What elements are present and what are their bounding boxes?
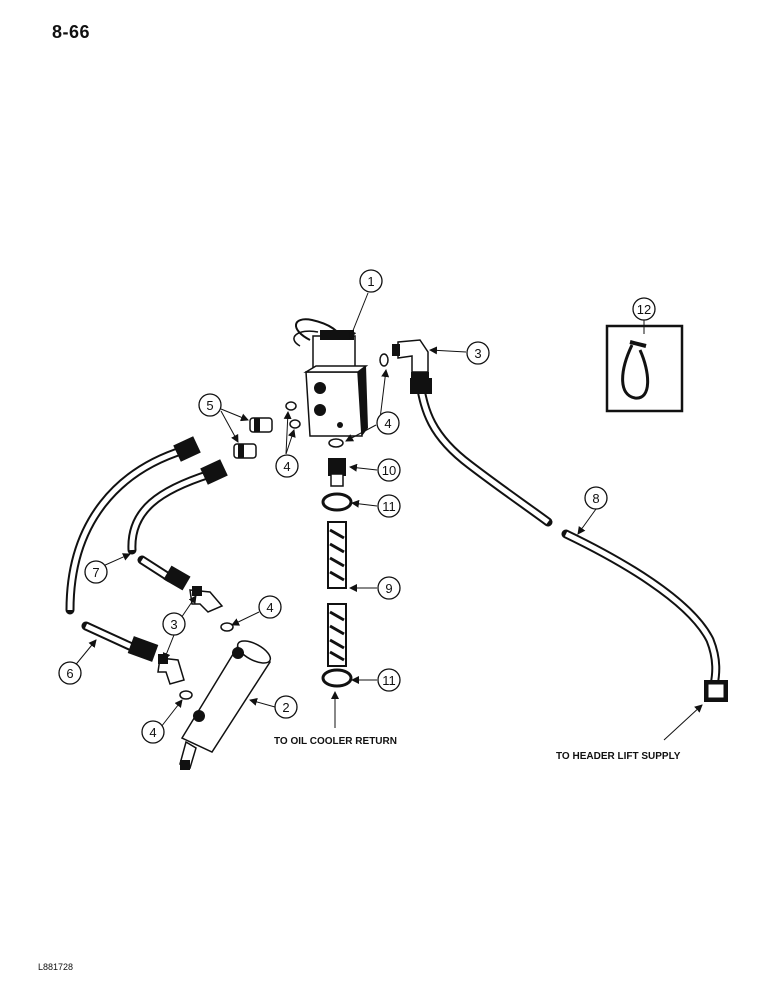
figure-id: L881728 bbox=[38, 962, 74, 972]
svg-text:4: 4 bbox=[149, 725, 156, 740]
callout-7: 7 bbox=[84, 560, 108, 584]
callout-10: 10 bbox=[377, 458, 401, 482]
svg-text:5: 5 bbox=[206, 398, 213, 413]
callout-2: 2 bbox=[274, 695, 298, 719]
callout-4-lower-elbow: 4 bbox=[258, 595, 282, 619]
caption-oil-cooler-return: TO OIL COOLER RETURN bbox=[274, 736, 397, 747]
elbow-fitting-lower-1 bbox=[189, 586, 224, 613]
hose-clamp-upper bbox=[321, 492, 353, 512]
svg-text:11: 11 bbox=[382, 499, 396, 514]
o-rings-valve bbox=[285, 353, 389, 448]
svg-text:4: 4 bbox=[283, 459, 290, 474]
straight-adapters bbox=[233, 417, 273, 459]
svg-text:7: 7 bbox=[92, 565, 99, 580]
callout-4-adapters: 4 bbox=[275, 454, 299, 478]
hose-short-left bbox=[127, 459, 228, 591]
callout-4-valve: 4 bbox=[376, 411, 400, 435]
svg-text:2: 2 bbox=[282, 700, 289, 715]
svg-text:10: 10 bbox=[382, 463, 396, 478]
callout-6: 6 bbox=[58, 661, 82, 685]
callout-9: 9 bbox=[377, 576, 401, 600]
svg-text:1: 1 bbox=[367, 274, 374, 289]
svg-text:4: 4 bbox=[266, 600, 273, 615]
svg-text:8: 8 bbox=[592, 491, 599, 506]
elbow-fitting-upper bbox=[392, 339, 429, 382]
callout-3-lower: 3 bbox=[162, 612, 186, 636]
callout-5: 5 bbox=[198, 393, 222, 417]
hose-clamp-lower bbox=[321, 668, 353, 688]
elbow-fitting-lower-2 bbox=[157, 654, 185, 685]
hydraulic-cylinder bbox=[179, 640, 272, 770]
callout-4-cylinder: 4 bbox=[141, 720, 165, 744]
callout-8: 8 bbox=[584, 486, 608, 510]
caption-header-lift-supply: TO HEADER LIFT SUPPLY bbox=[556, 751, 681, 762]
hose-header-lift bbox=[410, 378, 728, 702]
leader-lines bbox=[72, 292, 703, 741]
callout-11-upper: 11 bbox=[377, 494, 401, 518]
clamp-inset-box bbox=[605, 319, 684, 413]
callout-3-upper: 3 bbox=[466, 341, 490, 365]
svg-text:11: 11 bbox=[382, 673, 396, 688]
svg-text:4: 4 bbox=[384, 416, 391, 431]
return-hose bbox=[327, 521, 347, 667]
solenoid-valve bbox=[293, 318, 369, 437]
svg-text:9: 9 bbox=[385, 581, 392, 596]
callout-1: 1 bbox=[359, 269, 383, 293]
callout-12: 12 bbox=[632, 297, 656, 321]
hose-long-left bbox=[65, 436, 201, 662]
svg-text:12: 12 bbox=[637, 302, 651, 317]
hose-barb-fitting bbox=[328, 458, 346, 487]
page-number: 8-66 bbox=[52, 22, 91, 42]
o-rings-cylinder bbox=[179, 622, 234, 700]
svg-text:6: 6 bbox=[66, 666, 73, 681]
svg-text:3: 3 bbox=[474, 346, 481, 361]
callout-11-lower: 11 bbox=[377, 668, 401, 692]
svg-text:3: 3 bbox=[170, 617, 177, 632]
